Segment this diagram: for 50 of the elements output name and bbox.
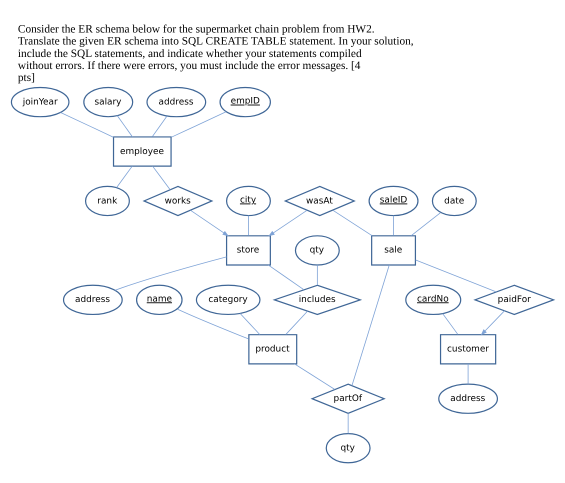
- node-box: employee: [112, 136, 172, 167]
- connector: [152, 116, 168, 138]
- node-ellipse: qty: [326, 432, 371, 464]
- connector: [116, 115, 133, 138]
- node-diamond: wasAt: [284, 186, 356, 216]
- arrow: [190, 210, 229, 236]
- node-diamond: partOf: [310, 383, 386, 414]
- connector: [285, 310, 308, 335]
- connector: [152, 166, 171, 190]
- node-ellipse: city: [226, 186, 271, 216]
- connector: [171, 111, 226, 138]
- connector: [176, 308, 249, 340]
- connector: [348, 412, 349, 434]
- connector: [393, 215, 394, 236]
- node-diamond: paidFor: [473, 284, 556, 316]
- connector: [268, 264, 304, 290]
- node-ellipse: salary: [83, 86, 134, 118]
- connector: [116, 166, 133, 188]
- node-ellipse: name: [136, 284, 183, 316]
- diagram-title: Consider the ER schema below for the supermarket chain problem from HW2. Translate the given ER schema into SQL CREATE TABLE statement. In your solution, include the SQL statements, and indicate whether your statements compiled without errors. If there were errors, you must include the error messages. [4 pts]: [18, 24, 414, 84]
- connector: [248, 215, 249, 236]
- node-ellipse: address: [146, 86, 206, 118]
- connector: [410, 212, 441, 236]
- node-ellipse: category: [196, 284, 261, 316]
- node-ellipse: address: [438, 384, 498, 414]
- node-box: store: [226, 235, 271, 266]
- node-ellipse: qty: [294, 235, 340, 266]
- connector: [294, 364, 336, 390]
- arrow: [268, 210, 308, 236]
- connector: [316, 264, 318, 286]
- connector: [240, 313, 260, 336]
- connector: [332, 210, 372, 236]
- connector: [352, 264, 390, 386]
- connector: [442, 313, 458, 335]
- node-box: sale: [371, 235, 416, 266]
- node-diamond: works: [142, 186, 214, 216]
- arrow: [480, 310, 505, 336]
- node-ellipse: date: [432, 186, 477, 216]
- node-box: customer: [440, 334, 496, 364]
- node-box: product: [248, 334, 298, 364]
- connector: [114, 256, 227, 291]
- node-diamond: includes: [272, 284, 362, 316]
- node-ellipse: empID: [219, 86, 271, 118]
- node-ellipse: saleID: [368, 186, 419, 216]
- node-ellipse: joinYear: [10, 86, 70, 118]
- node-ellipse: rank: [84, 186, 130, 216]
- connector: [415, 260, 497, 292]
- node-ellipse: address: [62, 284, 123, 316]
- connector: [60, 112, 114, 138]
- node-ellipse: cardNo: [405, 284, 462, 316]
